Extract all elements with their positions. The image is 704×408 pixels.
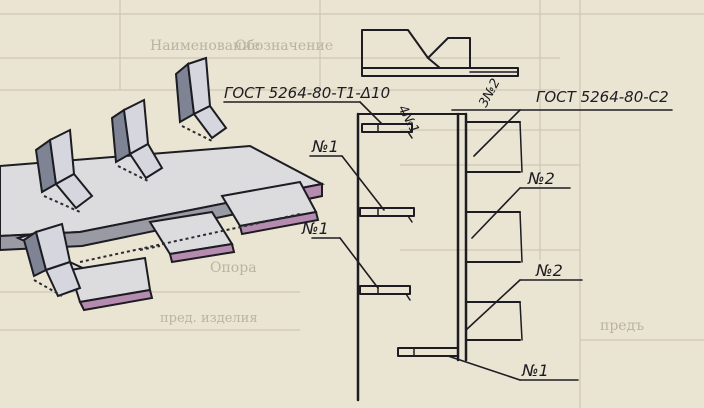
ghost-text-3: Опора <box>210 260 257 276</box>
mark-3n2-label: 3№2 <box>476 76 503 110</box>
n1-label-3: №1 <box>521 361 549 380</box>
top-profile-sketch <box>361 29 519 77</box>
n1-label-1: №1 <box>311 137 339 156</box>
ghost-text-2: Обозначение <box>235 38 333 54</box>
gost-left-label: ГОСТ 5264-80-Т1-Δ10 <box>224 84 390 102</box>
n1-label-2: №1 <box>301 219 329 238</box>
section-view <box>356 112 523 402</box>
n2-label-2: №2 <box>535 261 563 280</box>
gost-right-label: ГОСТ 5264-80-С2 <box>536 88 669 106</box>
leader-lines <box>223 101 673 381</box>
isometric-assembly <box>0 56 325 312</box>
ghost-text-4: предъ <box>600 318 644 334</box>
n2-label-1: №2 <box>527 169 555 188</box>
ghost-text-1: Наименование <box>150 38 260 54</box>
ghost-text-5: пред. изделия <box>160 311 258 326</box>
